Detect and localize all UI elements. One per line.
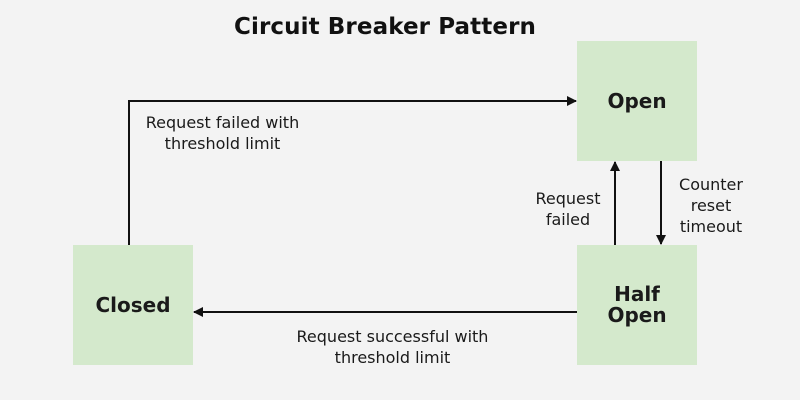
transition-label-line: Request failed with <box>145 113 300 132</box>
transition-label-line: reset <box>690 196 732 215</box>
arrow-closed-to-open <box>128 96 577 245</box>
transition-label-line: Request <box>535 189 601 208</box>
state-open-label: Open <box>607 88 667 113</box>
transition-label-half-open-to-open: Request failed <box>526 188 610 230</box>
state-half-open: Half Open <box>577 245 697 365</box>
transition-label-line: timeout <box>679 217 743 236</box>
transition-label-line: Counter <box>679 175 743 194</box>
transition-label-open-to-half-open: Counter reset timeout <box>668 174 754 237</box>
state-closed-label: Closed <box>95 292 171 317</box>
transition-label-half-open-to-closed: Request successful with threshold limit <box>275 326 510 368</box>
transition-label-line: threshold limit <box>164 134 281 153</box>
transition-label-line: threshold limit <box>334 348 451 367</box>
state-half-open-label-line-2: Open <box>607 303 667 327</box>
state-closed: Closed <box>73 245 193 365</box>
transition-label-closed-to-open: Request failed with threshold limit <box>140 112 305 154</box>
diagram-title: Circuit Breaker Pattern <box>234 14 536 40</box>
state-open: Open <box>577 41 697 161</box>
transition-label-line: failed <box>545 210 591 229</box>
transition-label-line: Request successful with <box>296 327 489 346</box>
state-half-open-label-line-1: Half <box>614 282 660 306</box>
